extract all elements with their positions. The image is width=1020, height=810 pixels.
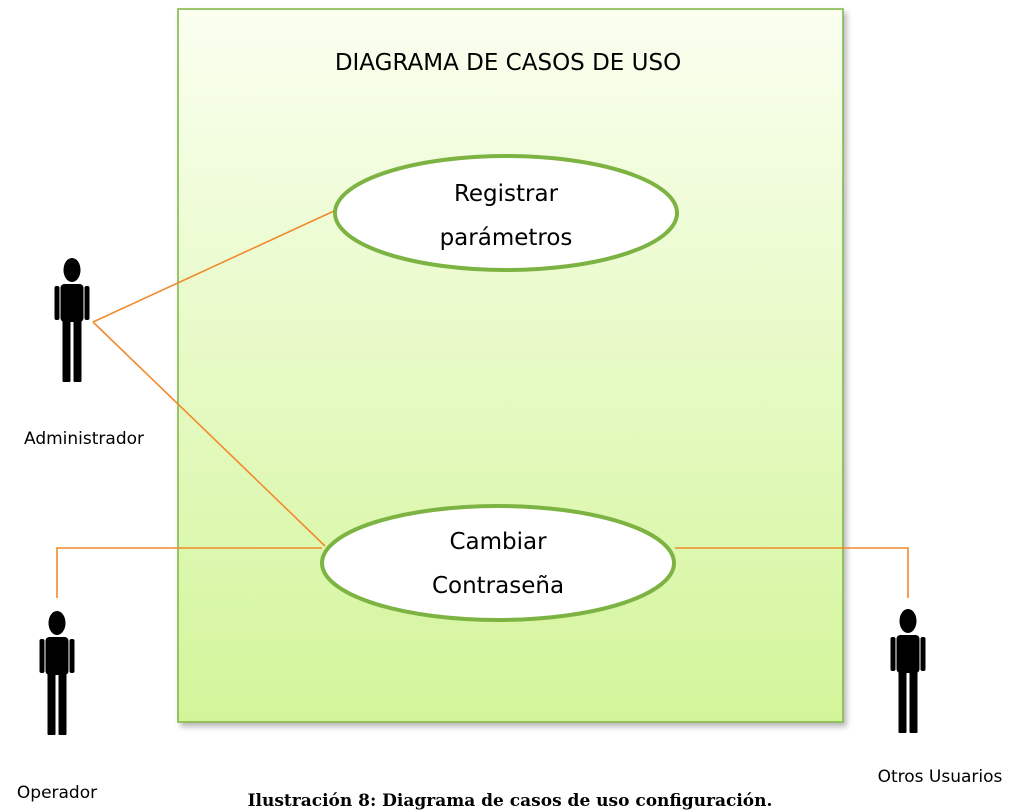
association-administrador-cambiar (92, 321, 326, 547)
use-case-label-line-1: Cambiar (449, 529, 547, 555)
use-case-label-line-2: Contraseña (432, 573, 564, 599)
use-case-cambiar-contrasena: Cambiar Contraseña (320, 504, 676, 622)
actor-otros-usuarios: Otros Usuarios (878, 609, 1003, 787)
actor-administrador: Administrador (24, 258, 144, 449)
actor-label: Operador (17, 783, 97, 803)
use-case-registrar-parametros: Registrar parámetros (333, 154, 679, 272)
person-icon (39, 611, 75, 735)
figure-caption: Ilustración 8: Diagrama de casos de uso … (248, 791, 773, 810)
association-otros-usuarios-cambiar (675, 547, 909, 598)
system-title: DIAGRAMA DE CASOS DE USO (335, 50, 681, 76)
use-case-ellipse (320, 504, 676, 622)
actor-operador: Operador (17, 611, 97, 803)
association-administrador-registrar (92, 210, 335, 323)
actor-label: Otros Usuarios (878, 767, 1003, 787)
use-case-ellipse (333, 154, 679, 272)
person-icon (54, 258, 90, 382)
person-icon (890, 609, 926, 733)
association-operador-cambiar (56, 547, 322, 598)
use-case-label-line-1: Registrar (454, 181, 559, 207)
actor-label: Administrador (24, 429, 144, 449)
use-case-label-line-2: parámetros (440, 225, 573, 251)
